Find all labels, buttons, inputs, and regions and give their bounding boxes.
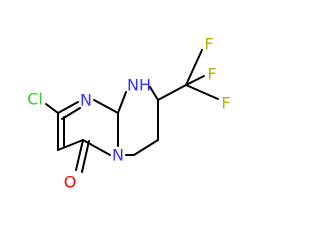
ring-nh-nitrogen-label: N <box>127 76 139 95</box>
atom-labels: Cl N N H N O F F F <box>27 35 230 192</box>
fluorine-2-label: F <box>207 65 216 84</box>
fluorine-3-label: F <box>221 94 230 113</box>
bond-cf3-f1 <box>185 49 203 86</box>
bond-cf3-f2 <box>185 75 205 86</box>
bonds <box>45 49 219 173</box>
bond-carbonyl-ch <box>57 139 84 151</box>
bond-cl-c <box>45 103 59 114</box>
bond-cf3-f3 <box>185 84 219 100</box>
bond-nh-ch <box>149 86 159 101</box>
bond-n-bridge-carbonyl <box>82 139 111 156</box>
chlorine-label: Cl <box>27 90 43 109</box>
fluorine-1-label: F <box>204 35 213 54</box>
bond-c-n-upper <box>57 101 79 114</box>
bond-ch2-ch2 <box>133 139 159 156</box>
molecule-structure: Cl N N H N O F F F <box>27 35 230 192</box>
bond-ch-cf3 <box>157 84 187 101</box>
bond-carbonyl-o <box>75 139 84 171</box>
ring-bridge-nitrogen-label: N <box>112 146 124 165</box>
bond-c-bridge-nh <box>117 91 127 114</box>
bond-carbonyl-o-double <box>81 140 90 173</box>
bond-n-c-bridge <box>93 99 119 114</box>
carbonyl-oxygen-label: O <box>64 173 77 192</box>
ring-nh-hydrogen-label: H <box>139 76 151 95</box>
ring-nitrogen-upper-label: N <box>80 91 92 110</box>
